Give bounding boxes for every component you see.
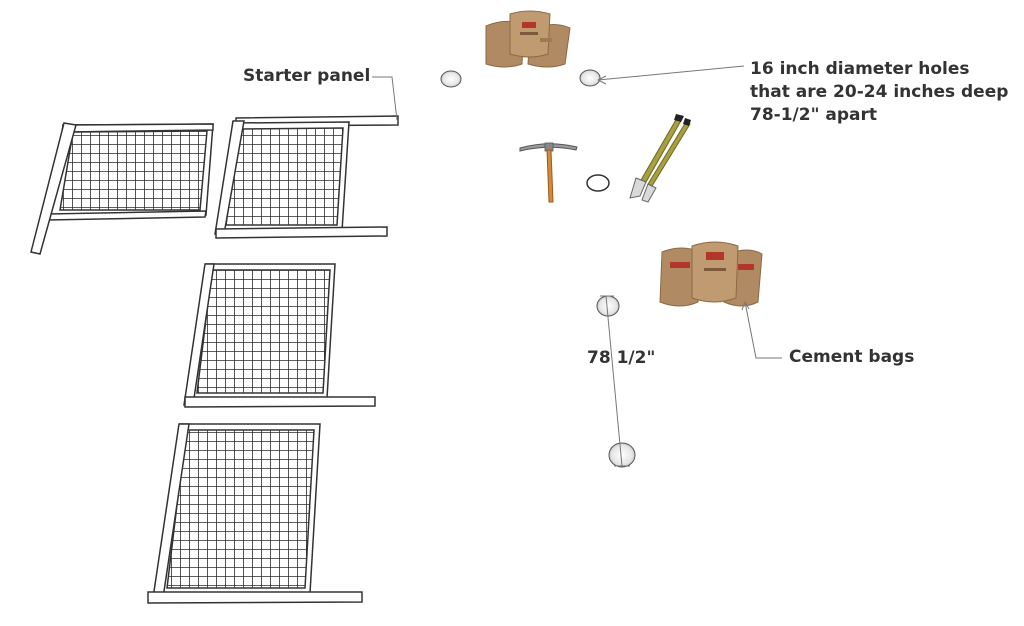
holes-leader	[597, 65, 745, 85]
post-hole-digger-icon	[629, 114, 691, 203]
holes-callout-line-2: that are 20-24 inches deep	[750, 82, 1009, 102]
starter-panel	[214, 115, 399, 239]
hole-marker	[440, 70, 462, 88]
holes-callout-line-1: 16 inch diameter holes	[750, 59, 970, 79]
holes-callout-line-3: 78-1/2" apart	[750, 105, 877, 125]
cement-bags-leader	[741, 301, 782, 359]
fence-panel-1	[30, 122, 214, 255]
cement-bags-label: Cement bags	[789, 347, 915, 367]
dimension-label: 78 1/2"	[587, 348, 656, 368]
fence-panel-4	[147, 423, 363, 604]
starter-panel-label: Starter panel	[243, 66, 371, 86]
hole-marker	[608, 442, 636, 468]
hole-marker	[586, 174, 610, 192]
holes-callout: 16 inch diameter holes that are 20-24 in…	[750, 58, 1008, 127]
dimension-line	[600, 295, 630, 467]
pickaxe-icon	[519, 142, 578, 203]
cement-bag-icon	[659, 241, 763, 307]
fence-panel-3	[183, 263, 376, 408]
cement-bag-icon	[485, 10, 571, 68]
hole-marker	[579, 69, 601, 87]
starter-panel-leader	[372, 76, 398, 121]
